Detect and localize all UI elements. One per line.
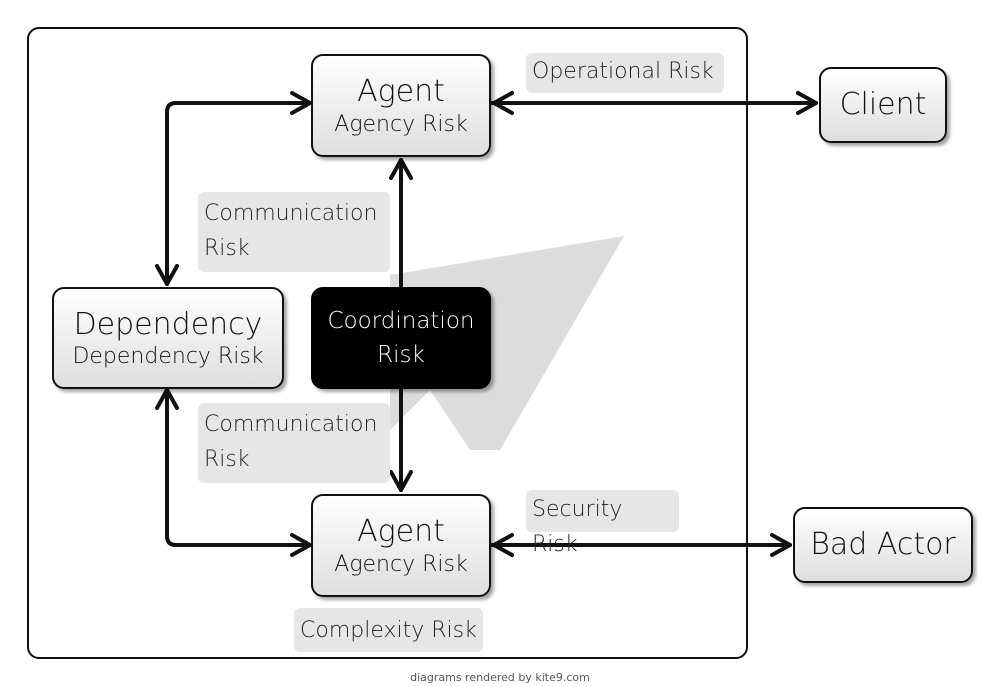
dependency-title: Dependency [73,306,263,342]
coordination-risk-line2: Risk [377,342,425,368]
arrowhead-agent-top-right [492,91,514,115]
arrowhead-agent-top-left [290,91,312,115]
arrowhead-dependency-top [155,264,179,286]
label-communication-risk-bottom-line1: Communication [204,412,378,437]
arrowhead-agent-bottom-left [290,533,312,557]
coordination-risk-line1: Coordination [327,307,475,334]
arrowhead-dependency-bottom [155,388,179,410]
label-operational-risk: Operational Risk [526,53,724,93]
arrowhead-client-left [796,91,818,115]
node-coordination-risk[interactable]: Coordination Risk [311,287,491,389]
label-communication-risk-bottom-line2: Risk [204,447,250,473]
agent-top-title: Agent [357,74,445,109]
node-bad-actor[interactable]: Bad Actor [793,507,973,583]
arrowhead-coordination-up [389,158,413,180]
edge-dependency-agent-top [165,101,312,286]
node-client[interactable]: Client [819,67,947,143]
label-security-risk: Security Risk [526,490,679,557]
dependency-subtitle: Dependency Risk [72,344,264,369]
label-communication-risk-top: Communication Risk [198,192,390,272]
arrowhead-badactor-left [770,533,792,557]
edge-dependency-agent-bottom [165,388,312,547]
label-complexity-risk: Complexity Risk [294,608,483,652]
node-dependency[interactable]: Dependency Dependency Risk [52,287,284,389]
bad-actor-title: Bad Actor [810,527,956,563]
label-communication-risk-bottom: Communication Risk [198,403,390,483]
arrowhead-coordination-down [389,470,413,492]
footer-credit: diagrams rendered by kite9.com [410,671,590,684]
node-agent-bottom[interactable]: Agent Agency Risk [311,494,491,597]
agent-top-subtitle: Agency Risk [334,111,468,137]
agent-bottom-subtitle: Agency Risk [334,551,468,577]
node-agent-top[interactable]: Agent Agency Risk [311,54,491,157]
agent-bottom-title: Agent [357,514,445,549]
label-communication-risk-top-line2: Risk [204,236,250,262]
client-title: Client [839,87,927,123]
label-communication-risk-top-line1: Communication [204,201,378,226]
arrowhead-agent-bottom-right [492,533,514,557]
